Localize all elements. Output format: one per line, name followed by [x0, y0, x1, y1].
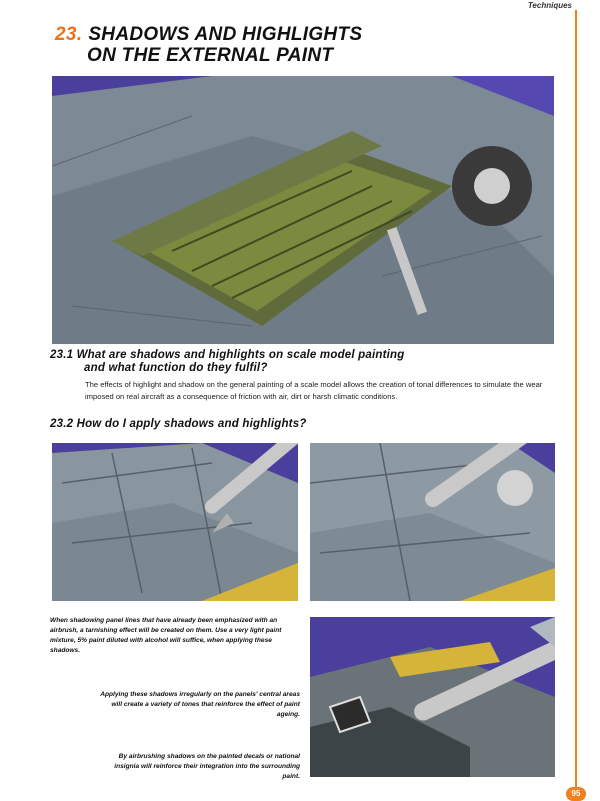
airbrush-photo-right [310, 443, 555, 601]
caption-insignia: By airbrushing shadows on the painted de… [114, 753, 300, 780]
question-1-title: 23.1 What are shadows and highlights on … [50, 349, 570, 375]
question-1-title-line1: 23.1 What are shadows and highlights on … [50, 349, 405, 361]
question-1-body: The effects of highlight and shadow on t… [85, 380, 543, 401]
question-1-title-line2: and what function do they fulfil? [84, 362, 268, 374]
airbrush-photo-left [52, 443, 298, 601]
main-photo [52, 76, 554, 344]
page-number: 95 [566, 787, 586, 801]
caption-panel-lines: When shadowing panel lines that have alr… [50, 617, 282, 654]
section-title-line1: SHADOWS AND HIGHLIGHTS [88, 24, 363, 45]
question-2-title: 23.2 How do I apply shadows and highligh… [50, 418, 307, 430]
caption-irregular-shadows: Applying these shadows irregularly on th… [100, 691, 300, 718]
insignia-photo [310, 617, 555, 777]
running-head: Techniques [527, 1, 572, 10]
page-edge-rule [575, 10, 577, 790]
section-heading: 23.SHADOWS AND HIGHLIGHTS ON THE EXTERNA… [55, 24, 362, 66]
section-number: 23. [55, 24, 83, 45]
section-title-line2: ON THE EXTERNAL PAINT [87, 45, 334, 66]
